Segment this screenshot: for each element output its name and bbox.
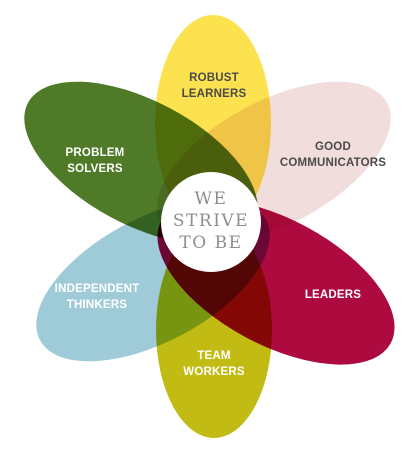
label-robust-learners-line-2: LEARNERS: [182, 88, 247, 100]
label-problem-solvers-line-2: SOLVERS: [67, 163, 123, 175]
label-robust-learners-line-1: ROBUST: [189, 72, 239, 84]
center-circle: [161, 172, 261, 272]
petals-group: [24, 15, 395, 438]
label-team-workers-line-2: WORKERS: [183, 366, 245, 378]
label-good-communicators-line-2: COMMUNICATORS: [280, 157, 386, 169]
label-independent-thinkers-line-1: INDEPENDENT: [55, 283, 140, 295]
label-team-workers-line-1: TEAM: [197, 350, 230, 362]
center-text-line-1: WE: [195, 189, 228, 209]
label-leaders-line-1: LEADERS: [305, 289, 361, 301]
center-text-line-2: STRIVE: [173, 211, 249, 231]
label-good-communicators-line-1: GOOD: [315, 141, 351, 153]
petal-labels: ROBUST LEARNERS GOOD COMMUNICATORS LEADE…: [55, 72, 386, 378]
label-problem-solvers-line-1: PROBLEM: [66, 147, 125, 159]
label-independent-thinkers-line-2: THINKERS: [67, 299, 128, 311]
center-text-line-3: TO BE: [179, 233, 242, 253]
